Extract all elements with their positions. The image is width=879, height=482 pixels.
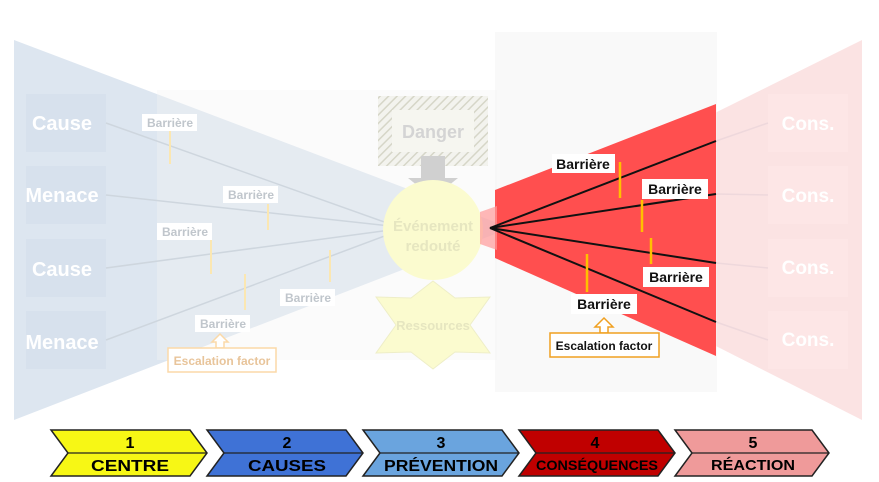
left-box-3: Menace	[25, 311, 106, 369]
left-box-label: Cause	[32, 259, 92, 281]
step-prevention[interactable]: 3 PRÉVENTION	[361, 429, 520, 477]
svg-text:Escalation factor: Escalation factor	[556, 339, 653, 353]
resources-star: Ressources	[375, 280, 491, 370]
svg-text:Barrière: Barrière	[648, 181, 702, 197]
step-centre[interactable]: 1 CENTRE	[49, 429, 208, 477]
right-box-3: Cons.	[768, 311, 848, 369]
right-box-label: Cons.	[782, 186, 835, 207]
right-faded-lines	[715, 122, 769, 341]
step-label: PRÉVENTION	[384, 456, 498, 475]
consequences-active-wedge	[495, 104, 716, 356]
left-box-2: Cause	[26, 239, 106, 297]
left-box-1: Menace	[25, 166, 106, 224]
svg-text:Barrière: Barrière	[147, 116, 193, 130]
step-label: RÉACTION	[711, 457, 795, 474]
left-box-label: Cause	[32, 113, 92, 135]
step-number: 1	[126, 435, 135, 452]
svg-text:Barrière: Barrière	[649, 269, 703, 285]
step-reaction[interactable]: 5 RÉACTION	[673, 429, 830, 477]
right-barriers: Barrière Barrière Barrière Barrière Esca…	[549, 154, 709, 358]
right-box-0: Cons.	[768, 94, 848, 152]
left-barriers: Barrière Barrière Barrière Barrière Barr…	[142, 114, 335, 373]
step-number: 3	[437, 435, 446, 452]
consequence-lines	[489, 140, 717, 323]
left-threat-lines	[105, 122, 391, 341]
svg-text:Barrière: Barrière	[285, 291, 331, 305]
step-causes[interactable]: 2 CAUSES	[205, 429, 364, 477]
top-event-label-line2: redouté	[405, 238, 460, 255]
left-box-label: Menace	[25, 185, 98, 207]
left-barrier: Barrière	[142, 114, 197, 164]
left-barrier: Barrière	[223, 186, 278, 230]
event-connector	[480, 206, 497, 250]
right-box-label: Cons.	[782, 258, 835, 279]
left-barrier: Barrière	[195, 274, 250, 332]
danger-label: Danger	[402, 122, 464, 142]
right-barrier: Barrière	[552, 154, 622, 198]
right-escalation-factor: Escalation factor	[549, 316, 660, 358]
right-box-2: Cons.	[768, 239, 848, 297]
left-box-label: Menace	[25, 332, 98, 354]
left-barrier: Barrière	[280, 250, 335, 306]
causes-wedge	[14, 40, 495, 420]
right-barrier: Barrière	[640, 179, 708, 232]
svg-text:Barrière: Barrière	[162, 225, 208, 239]
svg-text:Barrière: Barrière	[228, 188, 274, 202]
step-number: 4	[591, 435, 600, 452]
svg-text:Escalation factor: Escalation factor	[174, 354, 271, 368]
left-barrier: Barrière	[157, 223, 212, 274]
resources-label: Ressources	[396, 318, 470, 333]
steps-bar: 1 CENTRE 2 CAUSES 3 PRÉVENTION 4 CONSÉQU…	[49, 429, 830, 477]
step-number: 5	[749, 435, 758, 452]
left-escalation-factor: Escalation factor	[167, 332, 277, 373]
right-barrier: Barrière	[643, 238, 709, 287]
top-event-label-line1: Événement	[393, 218, 473, 235]
step-consequences[interactable]: 4 CONSÉQUENCES	[517, 429, 676, 477]
right-box-1: Cons.	[768, 166, 848, 224]
step-label: CENTRE	[91, 458, 169, 475]
top-event-circle	[383, 180, 483, 280]
left-box-0: Cause	[26, 94, 106, 152]
step-label: CAUSES	[248, 458, 326, 475]
svg-text:Barrière: Barrière	[200, 317, 246, 331]
step-number: 2	[283, 435, 292, 452]
step-label: CONSÉQUENCES	[536, 457, 658, 473]
right-box-label: Cons.	[782, 330, 835, 351]
right-box-label: Cons.	[782, 114, 835, 135]
right-barrier: Barrière	[571, 254, 637, 314]
svg-text:Barrière: Barrière	[556, 156, 610, 172]
svg-text:Barrière: Barrière	[577, 296, 631, 312]
danger-box: Danger	[378, 96, 488, 166]
